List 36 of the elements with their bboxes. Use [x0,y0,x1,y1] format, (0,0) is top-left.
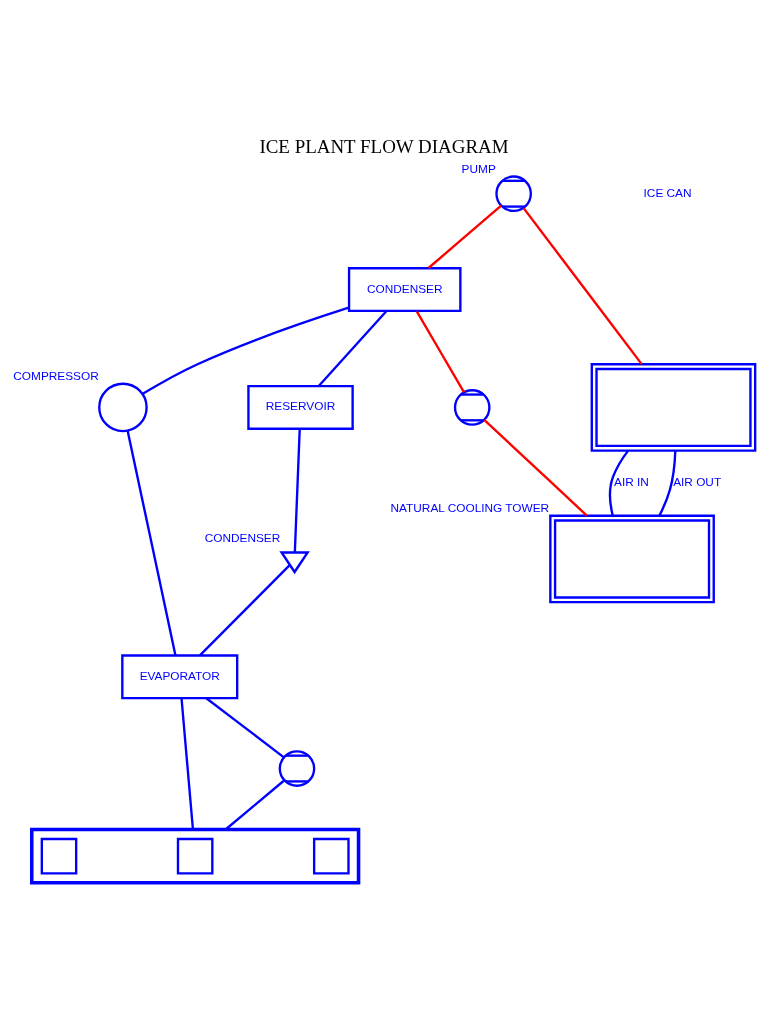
node-box: RESERVOIR [247,384,354,430]
node-box: EVAPORATOR [121,653,239,699]
node-pump [453,388,491,426]
connector [415,310,466,393]
connector [522,206,643,365]
connector [293,428,301,552]
node-box: CONDENSER [347,266,462,312]
connector [427,204,502,269]
cluster [30,827,361,885]
connector [608,449,629,516]
connector [658,450,677,516]
node-label: PUMP [461,161,496,176]
connector [318,310,387,387]
node-box [176,837,214,874]
node-label: COMPRESSOR [13,368,99,383]
label: ICE CAN [643,185,692,200]
node-valve [279,550,310,574]
connector [142,306,350,395]
connector [199,563,291,656]
node-label: CONDENSER [204,530,281,545]
diagram-title: ICE PLANT FLOW DIAGRAM [259,135,509,157]
connector [126,430,177,656]
node-box [312,837,350,874]
edge-label: AIR IN [614,474,649,489]
node-label: NATURAL COOLING TOWER [390,500,550,515]
connector [205,696,285,758]
connector [483,418,588,516]
node-tank [549,514,715,603]
node-tank [590,362,757,452]
connector [180,697,195,830]
node-pump [495,174,532,212]
node-box [40,837,78,874]
node-circle [98,382,148,432]
connector [224,779,285,830]
node-pump [278,749,316,787]
edge-label: AIR OUT [673,474,722,489]
